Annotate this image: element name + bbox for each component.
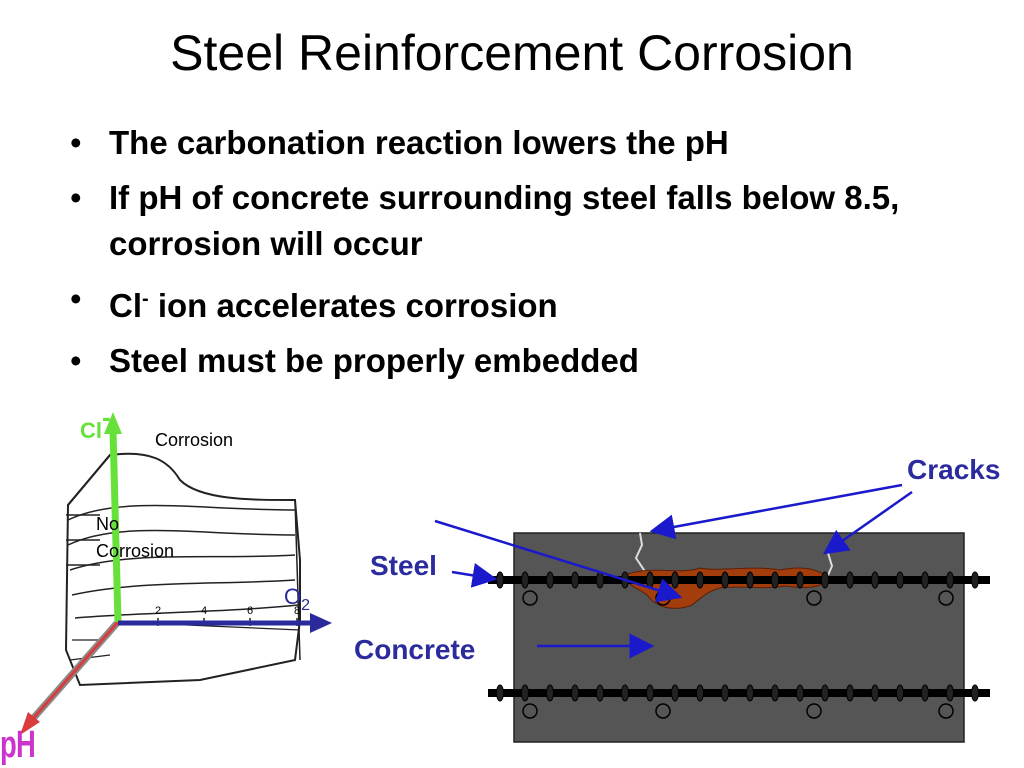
rebar-rib: [646, 684, 654, 702]
rebar-rib: [646, 571, 654, 589]
rebar-rib: [796, 684, 804, 702]
bullet-item: • Cl- ion accelerates corrosion: [70, 276, 950, 329]
rebar-rib: [896, 684, 904, 702]
steel-label: Steel: [370, 550, 437, 581]
rebar-rib: [946, 571, 954, 589]
o2-subscript: 2: [301, 597, 311, 614]
rebar-rib: [746, 571, 754, 589]
rebar-rib: [821, 571, 829, 589]
cracks-label: Cracks: [907, 454, 1001, 485]
rust-arrow: [434, 519, 683, 603]
transverse-bar: [522, 590, 538, 606]
bullet-text-rest: ion accelerates corrosion: [148, 287, 558, 324]
rebar-rib: [496, 684, 504, 702]
bullet-list: •The carbonation reaction lowers the pH …: [70, 120, 950, 393]
bullet-item: • If pH of concrete surrounding steel fal…: [70, 175, 950, 267]
rebar-rib: [521, 571, 529, 589]
transverse-bar: [938, 703, 954, 719]
rebar-rib: [746, 684, 754, 702]
rebar-rib: [796, 571, 804, 589]
o2-axis-label: O2: [284, 584, 310, 614]
rebar-rib: [671, 684, 679, 702]
rebar-rib: [546, 684, 554, 702]
ph-axis-label: pH: [0, 724, 36, 766]
x-tick-label: 6: [247, 605, 253, 617]
bullet-text: If pH of concrete surrounding steel fall…: [109, 179, 900, 262]
concrete-block: [513, 532, 965, 743]
rebar-rib: [971, 571, 979, 589]
rebar-bottom: [488, 684, 990, 702]
rebar-rib: [546, 571, 554, 589]
bullet-text: Steel must be properly embedded: [109, 342, 639, 379]
slide-title: Steel Reinforcement Corrosion: [170, 25, 854, 81]
steel-arrow: [451, 563, 498, 588]
cracks-arrow-right: [822, 490, 913, 555]
transverse-bar: [655, 703, 671, 719]
no-corrosion-label: Corrosion: [96, 541, 175, 561]
bullet-dot-icon: •: [70, 179, 82, 216]
rebar-rib: [771, 684, 779, 702]
rebar-rib: [921, 684, 929, 702]
bullet-item: • Steel must be properly embedded: [70, 338, 950, 384]
x-tick-label: 4: [201, 605, 207, 617]
bullet-dot-icon: •: [70, 342, 82, 379]
surface-body: [64, 452, 301, 687]
rebar-rib: [596, 571, 604, 589]
cl-text: Cl: [80, 418, 102, 443]
rebar-rib: [846, 684, 854, 702]
bullet-text-cl: Cl: [109, 287, 142, 324]
rebar-rib: [871, 684, 879, 702]
o2-text: O: [284, 584, 302, 609]
rebar-rib: [671, 571, 679, 589]
x-tick-label: 2: [155, 605, 161, 617]
rebar-rib: [571, 684, 579, 702]
rebar-rib: [696, 684, 704, 702]
transverse-bar: [806, 703, 822, 719]
rebar-rib: [946, 684, 954, 702]
bullet-dot-icon: •: [70, 124, 82, 161]
bullet-text: The carbonation reaction lowers the pH: [109, 124, 729, 161]
rebar-rib: [921, 571, 929, 589]
bullet-item: • The carbonation reaction lowers the pH: [70, 120, 950, 166]
rebar-rib: [621, 684, 629, 702]
rebar-rib: [521, 684, 529, 702]
cl-superscript: -: [102, 402, 111, 432]
rebar-top: [488, 571, 990, 589]
rebar-rib: [721, 571, 729, 589]
no-corrosion-label-no: No: [96, 514, 120, 534]
transverse-bar: [938, 590, 954, 606]
rebar-rib: [971, 684, 979, 702]
bullet-dot-icon: •: [70, 280, 82, 317]
cracks-arrow-left: [649, 483, 903, 540]
rebar-rib: [571, 571, 579, 589]
transverse-bar: [806, 590, 822, 606]
rebar-rib: [771, 571, 779, 589]
cl-axis-arrow: [104, 412, 122, 623]
concrete-label: Concrete: [354, 634, 476, 665]
corrosion-region-label: Corrosion: [155, 430, 234, 450]
rebar-rib: [871, 571, 879, 589]
rebar-rib: [896, 571, 904, 589]
x-tick-label: 8: [294, 605, 300, 617]
rebar-rib: [846, 571, 854, 589]
bullet-superscript: -: [142, 288, 149, 310]
transverse-bar: [522, 703, 538, 719]
rebar-rib: [596, 684, 604, 702]
rebar-rib: [496, 571, 504, 589]
rebar-rib: [821, 684, 829, 702]
rebar-rib: [721, 684, 729, 702]
o2-axis-arrow: [118, 613, 332, 633]
ph-axis-arrow: [20, 619, 121, 735]
cl-axis-label: Cl-: [80, 402, 111, 445]
rebar-rib: [696, 571, 704, 589]
